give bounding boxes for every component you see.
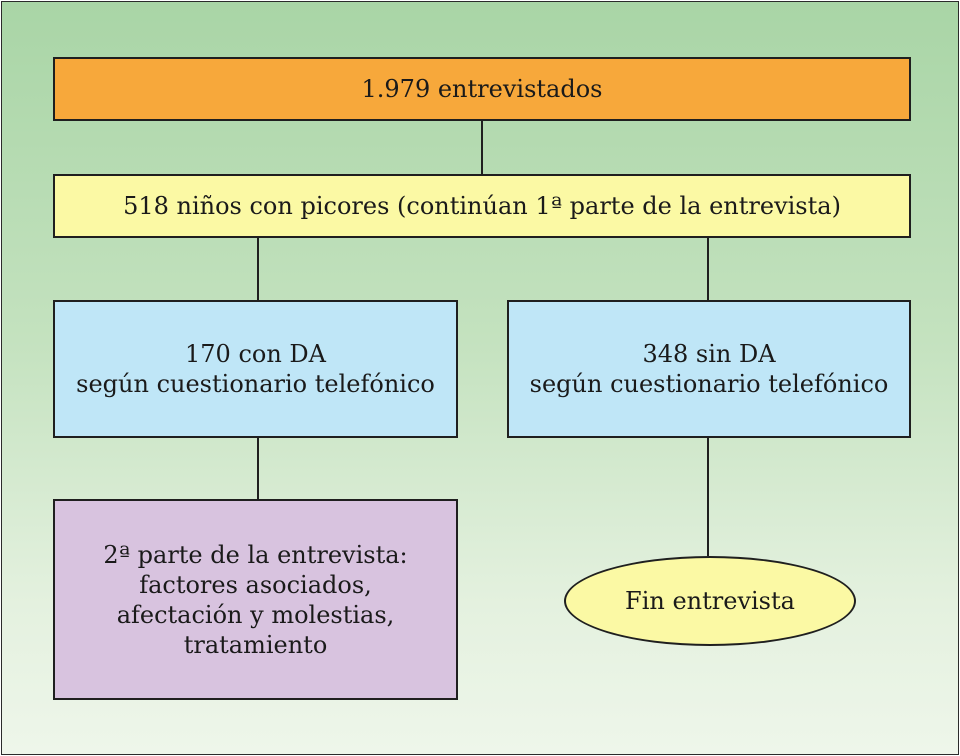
node-without-da-label: 348 sin DA según cuestionario telefónico (529, 340, 889, 398)
node-without-da: 348 sin DA según cuestionario telefónico (507, 300, 911, 438)
node-total-label: 1.979 entrevistados (361, 75, 603, 103)
node-itch-label: 518 niños con picores (continúan 1ª part… (123, 192, 841, 220)
node-with-da: 170 con DA según cuestionario telefónico (53, 300, 458, 438)
node-part2-label: 2ª parte de la entrevista: factores asoc… (103, 540, 408, 659)
node-total-interviewed: 1.979 entrevistados (53, 57, 911, 121)
node-end-label: Fin entrevista (625, 587, 795, 615)
node-with-da-label: 170 con DA según cuestionario telefónico (76, 340, 435, 398)
node-children-with-itch: 518 niños con picores (continúan 1ª part… (53, 174, 911, 238)
node-interview-part2: 2ª parte de la entrevista: factores asoc… (53, 499, 458, 700)
node-end-interview: Fin entrevista (564, 556, 856, 646)
